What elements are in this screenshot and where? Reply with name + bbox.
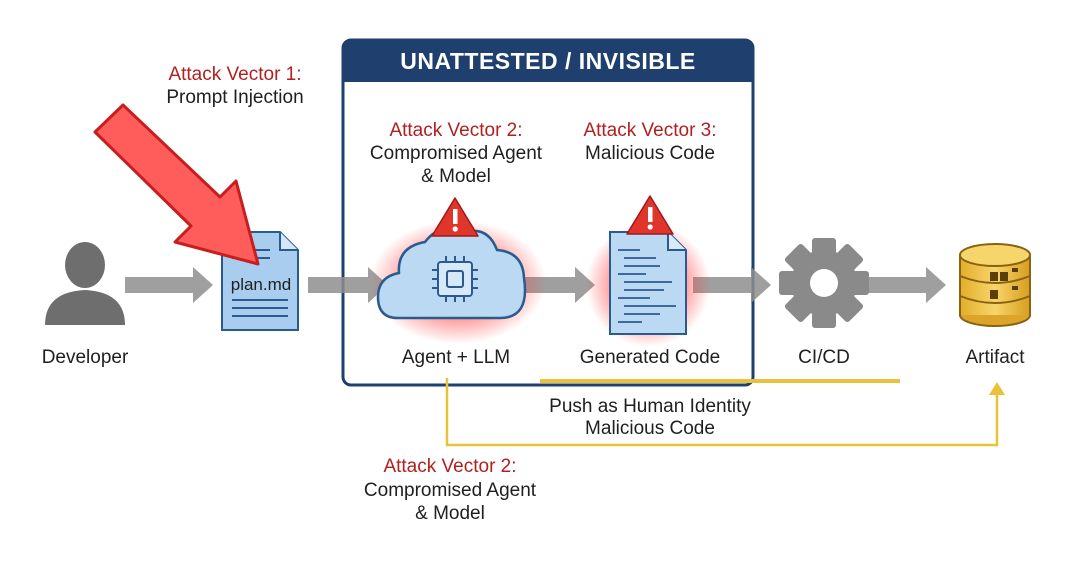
cicd-label: CI/CD <box>798 347 850 368</box>
artifact-database-icon <box>959 243 1031 327</box>
attack-vector-3-heading: Attack Vector 3: <box>583 120 717 141</box>
agent-label: Agent + LLM <box>401 347 511 368</box>
agent-cloud-icon <box>370 220 546 344</box>
developer-label: Developer <box>41 347 129 368</box>
attack-vector-2-bottom-line2: & Model <box>415 503 485 524</box>
unattested-box <box>341 38 755 387</box>
attack-vector-1-heading: Attack Vector 1: <box>168 64 302 85</box>
bypass-label-line2: Malicious Code <box>585 418 715 439</box>
bypass-path <box>445 378 1005 447</box>
attack-vector-1-label: Prompt Injection <box>166 87 304 108</box>
warning-icon-agent <box>431 197 479 237</box>
generated-code-label: Generated Code <box>579 347 721 368</box>
attack-vector-3-label: Malicious Code <box>585 143 715 164</box>
plan-file-label: plan.md <box>230 275 292 294</box>
attack-vector-2-bottom-line1: Compromised Agent <box>363 480 537 501</box>
bypass-arrowhead <box>989 382 1005 395</box>
warning-icon-code <box>626 195 674 235</box>
attack-vector-2-top-heading: Attack Vector 2: <box>389 120 523 141</box>
bypass-line <box>445 378 999 447</box>
flow-arrows <box>125 267 946 303</box>
arrow-cicd-to-artifact <box>868 267 946 303</box>
attack-vector-2-top-line2: & Model <box>421 166 491 187</box>
cicd-gear-icon <box>779 238 869 328</box>
bypass-label-line1: Push as Human Identity <box>549 396 751 417</box>
chip-icon <box>432 256 478 302</box>
artifact-label: Artifact <box>965 347 1025 368</box>
attack-vector-2-bottom-heading: Attack Vector 2: <box>383 456 517 477</box>
unattested-box-title: UNATTESTED / INVISIBLE <box>343 40 753 82</box>
arrow-developer-to-plan <box>125 267 213 303</box>
attack-vector-2-top-line1: Compromised Agent <box>369 143 543 164</box>
prompt-injection-arrow <box>93 103 260 266</box>
developer-icon <box>45 242 125 325</box>
generated-code-icon <box>586 223 710 347</box>
